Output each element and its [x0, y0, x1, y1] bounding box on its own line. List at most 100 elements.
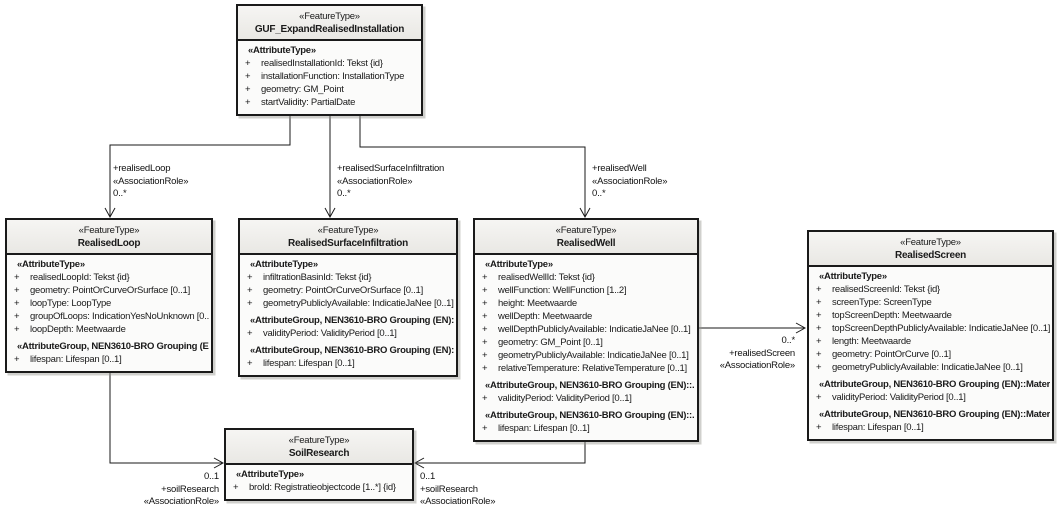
role-name: +realisedWell: [592, 163, 647, 174]
attribute-text: infiltrationBasinId: Tekst {id}: [263, 272, 372, 283]
visibility-marker: +: [247, 358, 253, 369]
association-stereotype: «AssociationRole»: [143, 496, 219, 507]
visibility-marker: +: [816, 323, 822, 334]
arrowhead-right-icon: [795, 322, 807, 334]
multiplicity: 0..1: [203, 471, 219, 482]
association-stereotype: «AssociationRole»: [113, 175, 189, 187]
class-box-realised-well[interactable]: «FeatureType» RealisedWell «AttributeTyp…: [473, 218, 699, 442]
attribute-text: geometry: GM_Point [0..1]: [498, 337, 603, 348]
attribute-row: +validityPeriod: ValidityPeriod [0..1]: [477, 392, 695, 405]
attribute-row: +broId: Registratieobjectcode [1..*] {id…: [228, 481, 410, 494]
attribute-row: + topScreenDepthPubliclyAvailable: Indica…: [811, 322, 1050, 335]
role-name: +realisedLoop: [113, 163, 171, 174]
attribute-row: +loopDepth: Meetwaarde: [9, 323, 209, 336]
attribute-text: lifespan: Lifespan [0..1]: [263, 358, 355, 369]
attribute-row: +geometryPubliclyAvailable: IndicatieJaN…: [477, 349, 695, 362]
attribute-row: +wellFunction: WellFunction [1..2]: [477, 284, 695, 297]
visibility-marker: +: [816, 362, 822, 373]
role-name: +soilResearch: [420, 483, 478, 495]
attribute-group-header: «AttributeGroup, NEN3610-BRO Grouping (E…: [485, 410, 695, 421]
class-attribute-compartment: «AttributeType» +infiltrationBasinId: Te…: [240, 255, 456, 375]
class-stereotype: «FeatureType»: [288, 435, 350, 446]
attribute-group-header: «AttributeGroup, NEN3610-BRO Grouping (E…: [819, 379, 1050, 390]
class-attribute-compartment: «AttributeType» +realisedWellId: Tekst {…: [475, 255, 697, 440]
visibility-marker: +: [816, 284, 822, 295]
visibility-marker: +: [247, 328, 253, 339]
attribute-row: +realisedLoopId: Tekst {id}: [9, 271, 209, 284]
association-label-soil-research-left: 0..1 +soilResearch «AssociationRole»: [90, 471, 219, 509]
attribute-text: loopType: LoopType: [30, 298, 112, 309]
class-box-realised-loop[interactable]: «FeatureType» RealisedLoop «AttributeTyp…: [5, 218, 213, 373]
attribute-text: geometry: PointOrCurveOrSurface [0..1]: [263, 285, 423, 296]
arrowhead-down-icon: [324, 207, 336, 219]
attribute-group-header: «AttributeGroup, NEN3610-BRO Grouping (E…: [250, 315, 454, 326]
visibility-marker: +: [482, 311, 488, 322]
attribute-row: + length: Meetwaarde: [811, 335, 1050, 348]
class-header: «FeatureType» RealisedWell: [475, 220, 697, 255]
attribute-row: +wellDepthPubliclyAvailable: IndicatieJa…: [477, 323, 695, 336]
visibility-marker: +: [482, 337, 488, 348]
attribute-row: +startValidity: PartialDate: [240, 96, 419, 109]
class-stereotype: «FeatureType»: [317, 225, 379, 236]
attribute-row: + lifespan: Lifespan [0..1]: [242, 357, 454, 370]
attribute-section-header: «AttributeType»: [17, 259, 85, 270]
attribute-text: realisedLoopId: Tekst {id}: [30, 272, 130, 283]
class-box-guf-expand-realised-installation[interactable]: «FeatureType» GUF_ExpandRealisedInstalla…: [236, 4, 423, 116]
connector-soil-research-right: [416, 435, 586, 464]
attribute-text: validityPeriod: ValidityPeriod [0..1]: [498, 393, 632, 404]
attribute-row: +relativeTemperature: RelativeTemperatur…: [477, 362, 695, 375]
connector-realised-well: [359, 115, 586, 216]
arrowhead-right-icon: [213, 457, 225, 469]
attribute-row: +infiltrationBasinId: Tekst {id}: [242, 271, 454, 284]
association-label-realised-surface-infiltration: +realisedSurfaceInfiltration «Associatio…: [337, 163, 444, 201]
attribute-row: + lifespan: Lifespan [0..1]: [9, 353, 209, 366]
association-stereotype: «AssociationRole»: [337, 175, 413, 187]
class-name: SoilResearch: [288, 448, 350, 459]
attribute-text: lifespan: Lifespan [0..1]: [30, 354, 122, 365]
class-stereotype: «FeatureType»: [555, 225, 617, 236]
attribute-row: +geometryPubliclyAvailable: IndicatieJaN…: [242, 297, 454, 310]
arrowhead-left-icon: [413, 457, 425, 469]
visibility-marker: +: [14, 285, 20, 296]
visibility-marker: +: [247, 298, 253, 309]
attribute-text: length: Meetwaarde: [832, 336, 911, 347]
attribute-section-header: «AttributeType»: [250, 259, 318, 270]
attribute-text: lifespan: Lifespan [0..1]: [832, 422, 924, 433]
attribute-row: +lifespan: Lifespan [0..1]: [477, 422, 695, 435]
attribute-text: broId: Registratieobjectcode [1..*] {id}: [249, 482, 396, 493]
visibility-marker: +: [816, 336, 822, 347]
visibility-marker: +: [816, 349, 822, 360]
attribute-text: validityPeriod: ValidityPeriod [0..1]: [263, 328, 397, 339]
arrowhead-down-icon: [104, 207, 116, 219]
class-name: RealisedLoop: [77, 238, 141, 249]
visibility-marker: +: [14, 311, 20, 322]
attribute-text: realisedScreenId: Tekst {id}: [832, 284, 940, 295]
class-box-realised-surface-infiltration[interactable]: «FeatureType» RealisedSurfaceInfiltratio…: [238, 218, 458, 377]
visibility-marker: +: [482, 324, 488, 335]
class-header: «FeatureType» RealisedScreen: [809, 232, 1052, 267]
visibility-marker: +: [482, 350, 488, 361]
visibility-marker: +: [816, 422, 822, 433]
attribute-text: geometry: PointOrCurveOrSurface [0..1]: [30, 285, 190, 296]
visibility-marker: +: [14, 354, 20, 365]
class-header: «FeatureType» RealisedSurfaceInfiltratio…: [240, 220, 456, 255]
visibility-marker: +: [245, 97, 251, 108]
visibility-marker: +: [245, 71, 251, 82]
attribute-row: +realisedWellId: Tekst {id}: [477, 271, 695, 284]
class-box-soil-research[interactable]: «FeatureType» SoilResearch «AttributeTyp…: [224, 428, 414, 501]
visibility-marker: +: [14, 298, 20, 309]
attribute-text: wellFunction: WellFunction [1..2]: [498, 285, 627, 296]
connector-realised-loop: [109, 115, 291, 216]
association-label-realised-well: +realisedWell «AssociationRole» 0..*: [592, 163, 667, 201]
class-box-realised-screen[interactable]: «FeatureType» RealisedScreen «AttributeT…: [807, 230, 1054, 441]
attribute-row: +realisedInstallationId: Tekst {id}: [240, 57, 419, 70]
attribute-text: topScreenDepthPubliclyAvailable: Indicat…: [832, 323, 1050, 334]
attribute-row: +groupOfLoops: IndicationYesNoUnknown [0…: [9, 310, 209, 323]
attribute-row: +installationFunction: InstallationType: [240, 70, 419, 83]
attribute-text: topScreenDepth: Meetwaarde: [832, 310, 952, 321]
attribute-text: geometry: PointOrCurve [0..1]: [832, 349, 951, 360]
attribute-section-header: «AttributeType»: [819, 271, 887, 282]
class-name: RealisedScreen: [895, 250, 966, 261]
attribute-text: geometryPubliclyAvailable: IndicatieJaNe…: [832, 362, 1023, 373]
